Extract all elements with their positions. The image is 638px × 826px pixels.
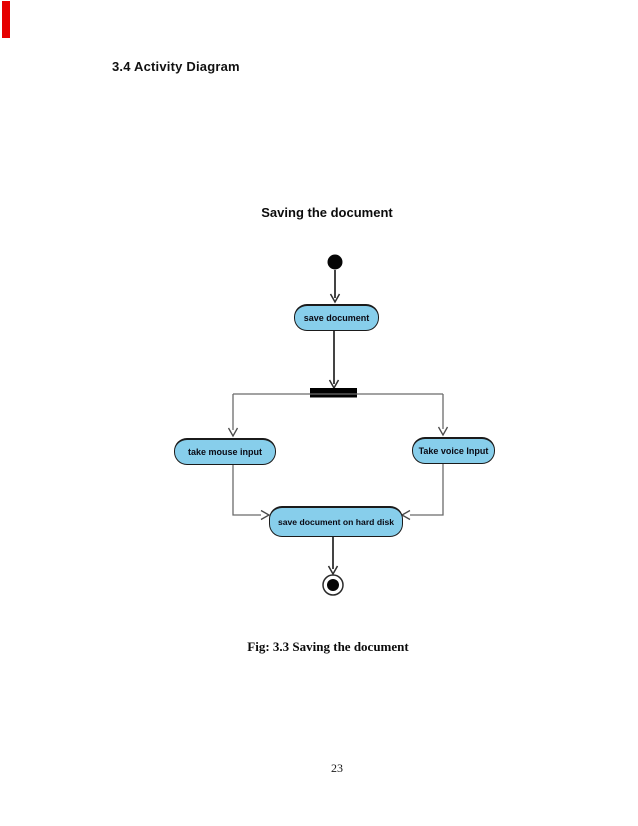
initial-state-node xyxy=(327,254,343,270)
edge-save-document-to-fork xyxy=(328,331,340,390)
edge-take-voice-input-to-save-disk xyxy=(400,464,444,521)
activity-node-save-document-on-hard-disk: save document on hard disk xyxy=(269,506,403,537)
activity-node-take-voice-input: Take voice Input xyxy=(412,437,495,464)
section-heading: 3.4 Activity Diagram xyxy=(112,59,240,74)
edge-initial-to-save-document xyxy=(329,270,341,304)
activity-node-take-mouse-input: take mouse input xyxy=(174,438,276,465)
edge-save-disk-to-final xyxy=(327,537,339,576)
figure-caption: Fig: 3.3 Saving the document xyxy=(247,639,409,654)
red-margin-mark xyxy=(2,1,10,38)
activity-label: take mouse input xyxy=(187,447,262,457)
edge-fork-to-take-mouse-input xyxy=(227,394,239,438)
fork-bar xyxy=(310,388,357,398)
page-number: 23 xyxy=(331,761,343,775)
activity-label: save document xyxy=(303,313,370,323)
edge-fork-to-take-voice-input xyxy=(437,394,449,437)
edge-take-mouse-input-to-save-disk xyxy=(232,465,271,521)
activity-node-save-document: save document xyxy=(294,304,379,331)
activity-label: save document on hard disk xyxy=(277,517,395,527)
activity-label: Take voice Input xyxy=(418,446,489,456)
diagram-title: Saving the document xyxy=(261,205,393,220)
final-state-node xyxy=(322,574,344,596)
